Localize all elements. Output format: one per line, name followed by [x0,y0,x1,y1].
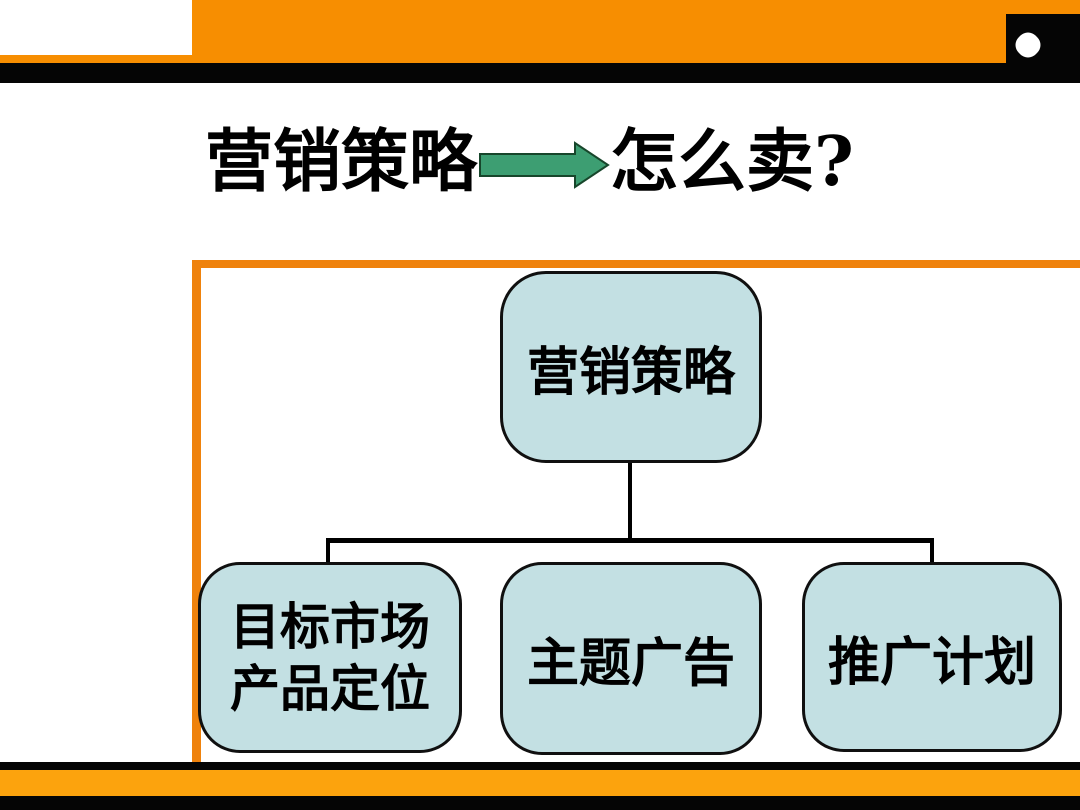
corner-black-square [1006,14,1080,82]
arrow-right-icon [479,141,610,189]
footer-black-bar [0,796,1080,810]
footer-orange-bar [0,770,1080,796]
connector-root-vertical [628,461,632,542]
footer-black-line [0,762,1080,770]
header-orange-strip-left [0,55,193,63]
connector-stub-right [930,538,934,564]
child-node-label-line: 目标市场 [230,596,430,656]
arrow-right-shape [479,141,610,189]
connector-horizontal [326,538,934,543]
content-frame-left-border [192,260,201,770]
corner-dot-icon [1011,28,1045,62]
header-black-bar [0,63,1080,83]
slide-title-left: 营销策略 [205,122,478,202]
child-node-label-line: 推广计划 [827,631,1036,693]
child-node-promo-plan: 推广计划 [802,562,1062,752]
root-node: 营销策略 [500,271,762,463]
child-node-theme-ad: 主题广告 [500,562,762,755]
slide-title-right: 怎么卖? [610,122,854,202]
child-node-label-line: 产品定位 [230,658,430,718]
content-frame-top-border [192,260,1080,268]
header-orange-band [192,0,1080,63]
connector-stub-left [326,538,330,564]
child-node-target-market: 目标市场 产品定位 [198,562,462,753]
child-node-label-line: 主题广告 [526,633,735,694]
root-node-label: 营销策略 [526,341,735,403]
